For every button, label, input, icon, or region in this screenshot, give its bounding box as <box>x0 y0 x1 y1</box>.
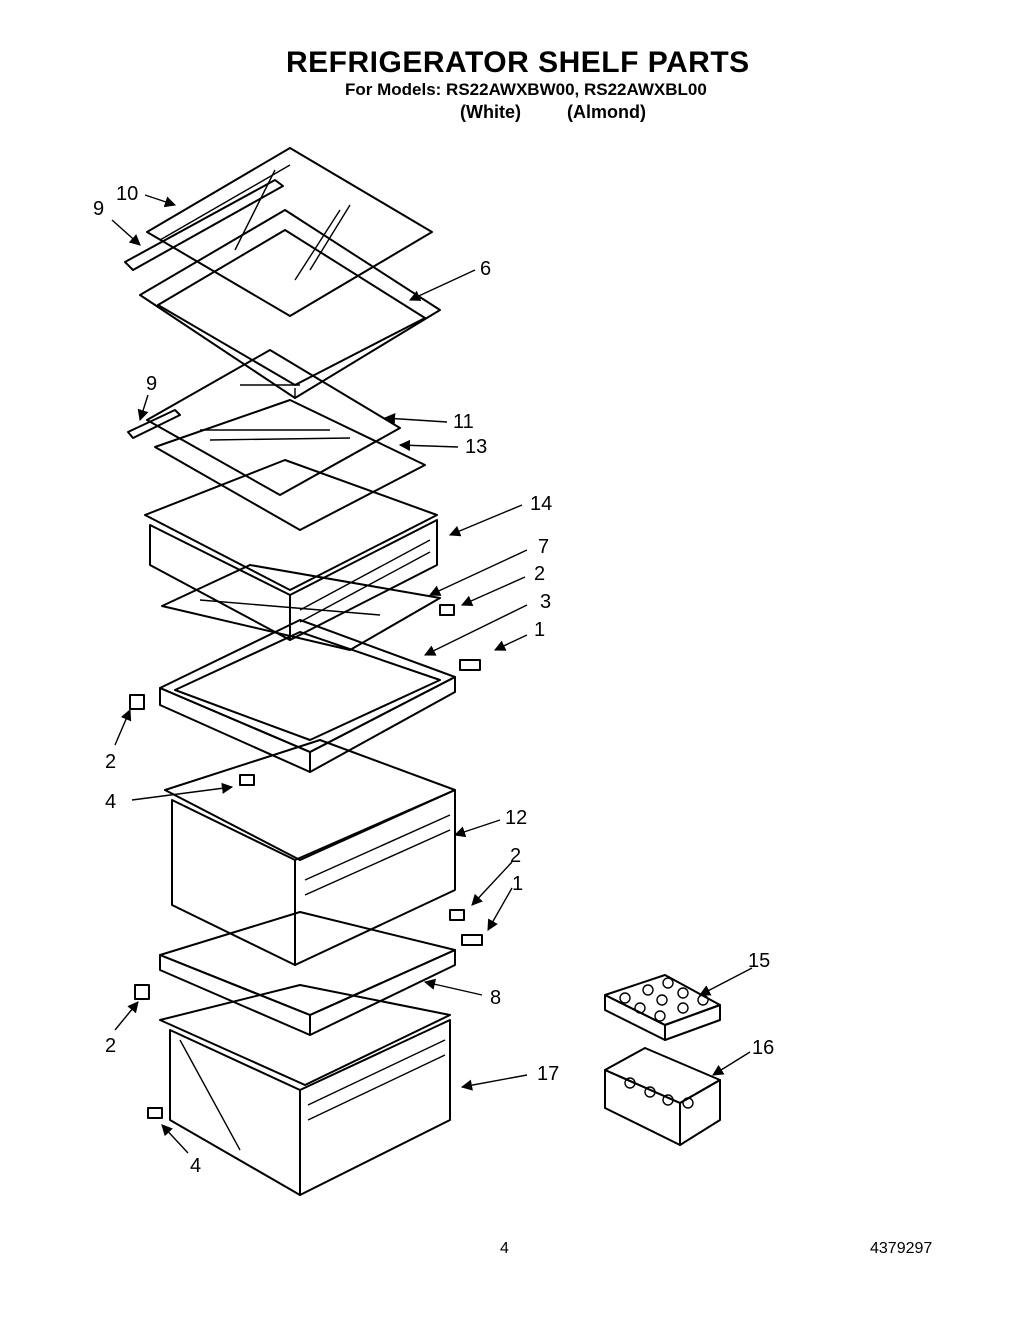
fastener-part-2-d <box>134 984 150 1000</box>
trim-strip-top <box>124 179 284 271</box>
callout-8: 8 <box>490 987 501 1009</box>
shelf-frame-top <box>139 209 441 399</box>
glass-shelf-middle <box>146 349 401 496</box>
variant-almond-label: (Almond) <box>567 102 646 122</box>
page-title: REFRIGERATOR SHELF PARTS <box>286 46 750 79</box>
callout-9-upper: 9 <box>93 198 104 220</box>
callout-17: 17 <box>537 1063 559 1085</box>
callout-6: 6 <box>480 258 491 280</box>
callout-16: 16 <box>752 1037 774 1059</box>
document-number: 4379297 <box>870 1240 933 1257</box>
callout-13: 13 <box>465 436 487 458</box>
fastener-part-1-a <box>459 659 481 671</box>
callout-15: 15 <box>748 950 770 972</box>
callout-4-b: 4 <box>190 1155 201 1177</box>
egg-tray <box>604 974 721 1041</box>
fastener-part-2-b <box>129 694 145 710</box>
fastener-part-4-a <box>239 774 255 786</box>
callout-4-a: 4 <box>105 791 116 813</box>
crisper-drawer <box>164 739 456 966</box>
callout-12: 12 <box>505 807 527 829</box>
callout-2-a: 2 <box>534 563 545 585</box>
callout-9-lower: 9 <box>146 373 157 395</box>
callout-10: 10 <box>116 183 138 205</box>
fastener-part-2-c <box>449 909 465 921</box>
callout-1-b: 1 <box>512 873 523 895</box>
fastener-part-1-b <box>461 934 483 946</box>
trim-strip-middle <box>127 409 181 439</box>
pan-cover-upper <box>161 564 441 651</box>
callout-7: 7 <box>538 536 549 558</box>
pan-cover-lower <box>159 911 456 1036</box>
meat-drawer <box>159 984 451 1196</box>
egg-bin <box>604 1047 721 1146</box>
models-line: For Models: RS22AWXBW00, RS22AWXBL00 <box>345 80 707 99</box>
fastener-part-4-b <box>147 1107 163 1119</box>
callout-1-a: 1 <box>534 619 545 641</box>
glass-shelf-top <box>146 147 433 317</box>
shelf-frame-middle <box>154 399 426 531</box>
callout-2-d: 2 <box>105 1035 116 1057</box>
callout-2-b: 2 <box>105 751 116 773</box>
callout-2-c: 2 <box>510 845 521 867</box>
callout-11: 11 <box>453 411 474 433</box>
callout-3: 3 <box>540 591 551 613</box>
page-number: 4 <box>500 1240 509 1257</box>
callout-14: 14 <box>530 493 552 515</box>
variant-white-label: (White) <box>460 102 521 122</box>
fastener-part-2-a <box>439 604 455 616</box>
crisper-frame-upper <box>159 619 456 773</box>
